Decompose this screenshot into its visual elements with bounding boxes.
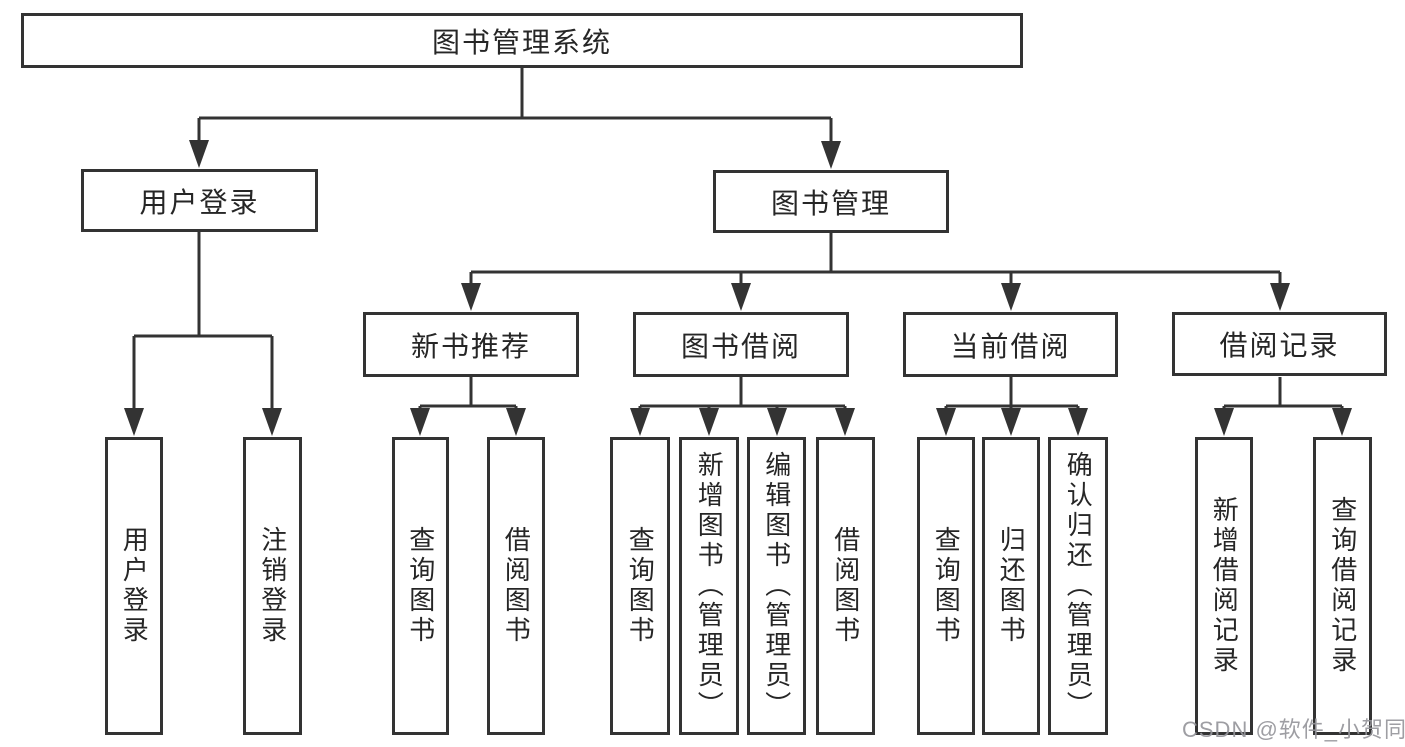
node-root-system: 图书管理系统 xyxy=(21,13,1023,68)
leaf-edit-book-admin: 编辑图书（管理员） xyxy=(747,437,806,735)
leaf-add-borrow-record: 新增借阅记录 xyxy=(1195,437,1253,735)
leaf-borrow-book-recommend: 借阅图书 xyxy=(487,437,545,735)
leaf-user-login: 用户登录 xyxy=(105,437,163,735)
leaf-query-book-recommend: 查询图书 xyxy=(392,437,449,735)
leaf-query-book-current: 查询图书 xyxy=(917,437,975,735)
leaf-borrow-book: 借阅图书 xyxy=(816,437,875,735)
leaf-logout-login: 注销登录 xyxy=(243,437,302,735)
leaf-query-book-borrow: 查询图书 xyxy=(610,437,670,735)
leaf-query-borrow-record: 查询借阅记录 xyxy=(1313,437,1372,735)
node-book-borrow: 图书借阅 xyxy=(633,312,849,377)
node-borrow-records: 借阅记录 xyxy=(1172,312,1387,376)
node-book-management: 图书管理 xyxy=(713,170,949,233)
node-current-borrow: 当前借阅 xyxy=(903,312,1118,377)
watermark-text: CSDN @软件_小贺同学 xyxy=(1182,717,1405,742)
leaf-add-book-admin: 新增图书（管理员） xyxy=(679,437,739,735)
leaf-return-book: 归还图书 xyxy=(982,437,1040,735)
node-new-book-recommend: 新书推荐 xyxy=(363,312,579,377)
node-user-login: 用户登录 xyxy=(81,169,318,232)
leaf-confirm-return-admin: 确认归还（管理员） xyxy=(1048,437,1108,735)
